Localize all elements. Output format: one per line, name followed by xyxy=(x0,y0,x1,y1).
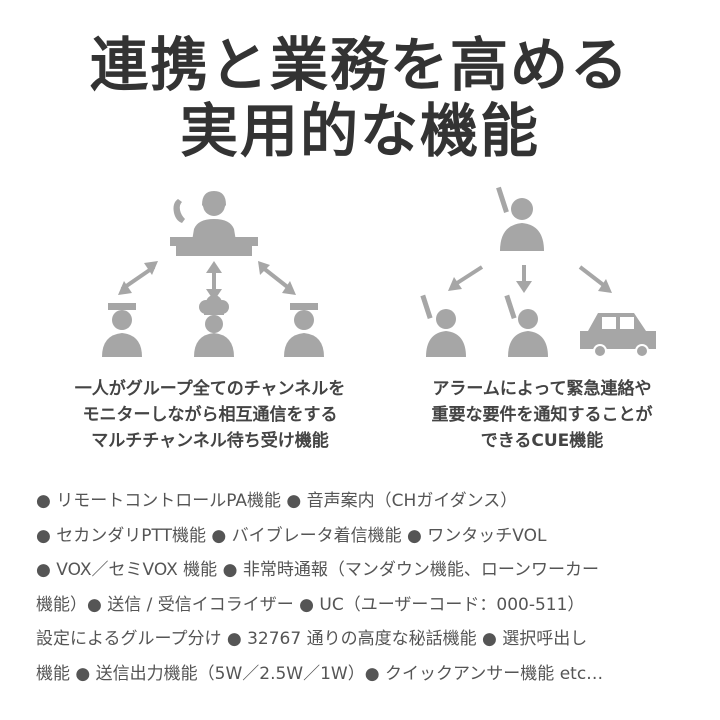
page-title-line2: 実用的な機能 xyxy=(179,97,540,165)
caption-line: 一人がグループ全てのチャンネルを xyxy=(74,379,346,399)
operator-icon xyxy=(170,191,258,256)
feature-line: 機能）● 送信 / 受信イコライザー ● UC（ユーザーコード：000-511） xyxy=(36,594,585,615)
multichannel-illustration xyxy=(102,191,324,357)
arrow-icon xyxy=(120,265,292,295)
cue-caption: アラームによって緊急連絡や 重要な要件を通知することが できるCUE機能 xyxy=(392,376,692,454)
feature-line: ● リモートコントロールPA機能 ● 音声案内（CHガイダンス） xyxy=(36,491,518,511)
radio-user-icon xyxy=(496,186,544,251)
caption-line: 重要な要件を通知することが xyxy=(431,405,653,425)
bellhop-icon xyxy=(102,303,142,357)
caption-line: アラームによって緊急連絡や xyxy=(432,379,652,399)
caption-line: できるCUE機能 xyxy=(480,431,604,451)
car-icon xyxy=(580,313,656,358)
caption-line: マルチチャンネル待ち受け機能 xyxy=(91,431,329,451)
cue-illustration xyxy=(420,186,656,358)
caption-line: モニターしながら相互通信をする xyxy=(82,405,338,425)
feature-list: ● リモートコントロールPA機能 ● 音声案内（CHガイダンス） ● セカンダリ… xyxy=(36,484,696,691)
chef-icon xyxy=(194,295,234,357)
feature-line: ● VOX／セミVOX 機能 ● 非常時通報（マンダウン機能、ローンワーカー xyxy=(36,560,599,580)
multichannel-caption: 一人がグループ全てのチャンネルを モニターしながら相互通信をする マルチチャンネ… xyxy=(40,376,380,454)
feature-line: 機能 ● 送信出力機能（5W／2.5W／1W）● クイックアンサー機能 etc… xyxy=(36,663,604,684)
page-title-line1: 連携と業務を高める xyxy=(89,31,630,99)
feature-line: 設定によるグループ分け ● 32767 通りの高度な秘話機能 ● 選択呼出し xyxy=(36,629,588,649)
radio-user-icon xyxy=(504,294,548,357)
bellhop-icon xyxy=(284,303,324,357)
radio-user-icon xyxy=(420,294,466,357)
feature-line: ● セカンダリPTT機能 ● バイブレータ着信機能 ● ワンタッチVOL xyxy=(36,525,547,546)
